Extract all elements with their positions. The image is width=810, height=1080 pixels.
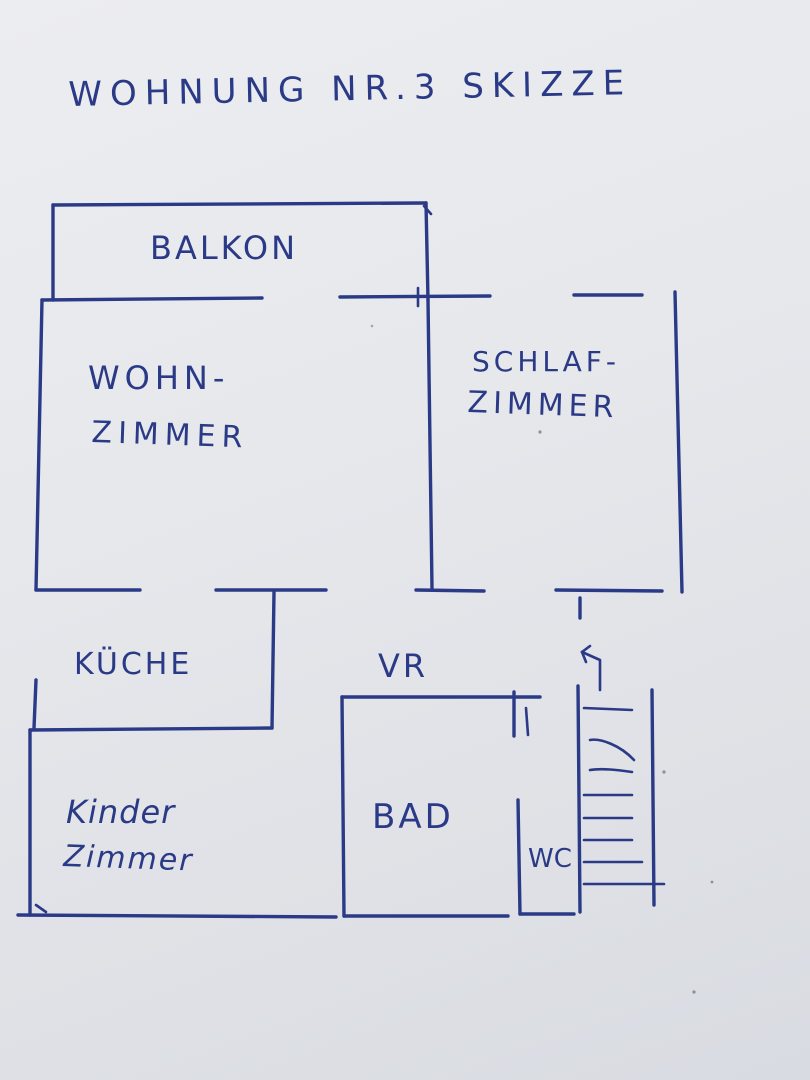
paper-specks [370, 324, 714, 994]
bathroom-walls [340, 690, 542, 918]
room-label-vorraum: VR [378, 647, 429, 685]
stair-arrow-icon [580, 644, 602, 692]
bedroom-walls [414, 290, 684, 594]
room-label-kinderzimmer-line1: Kinder [66, 793, 176, 831]
room-label-schlafzimmer-line2: ZIMMER [466, 385, 619, 426]
wc-walls [516, 798, 576, 916]
room-label-schlafzimmer-line1: SCHLAF- [472, 345, 620, 378]
hall-wall [576, 596, 582, 914]
room-label-wohnzimmer-line2: ZIMMER [90, 415, 249, 456]
room-label-wc: WC [528, 844, 572, 874]
room-label-wohnzimmer-line1: WOHN- [88, 359, 230, 397]
room-label-bad: BAD [372, 797, 454, 837]
kitchen-walls [28, 590, 276, 732]
room-label-kinderzimmer-line2: Zimmer [62, 839, 195, 879]
living-room-walls [34, 298, 434, 592]
staircase [582, 688, 666, 907]
balcony-walls [51, 201, 433, 302]
top-wall [40, 286, 644, 308]
kids-room-walls [16, 728, 338, 919]
room-label-balkon: BALKON [150, 229, 299, 267]
room-label-kueche: KÜCHE [74, 647, 193, 682]
